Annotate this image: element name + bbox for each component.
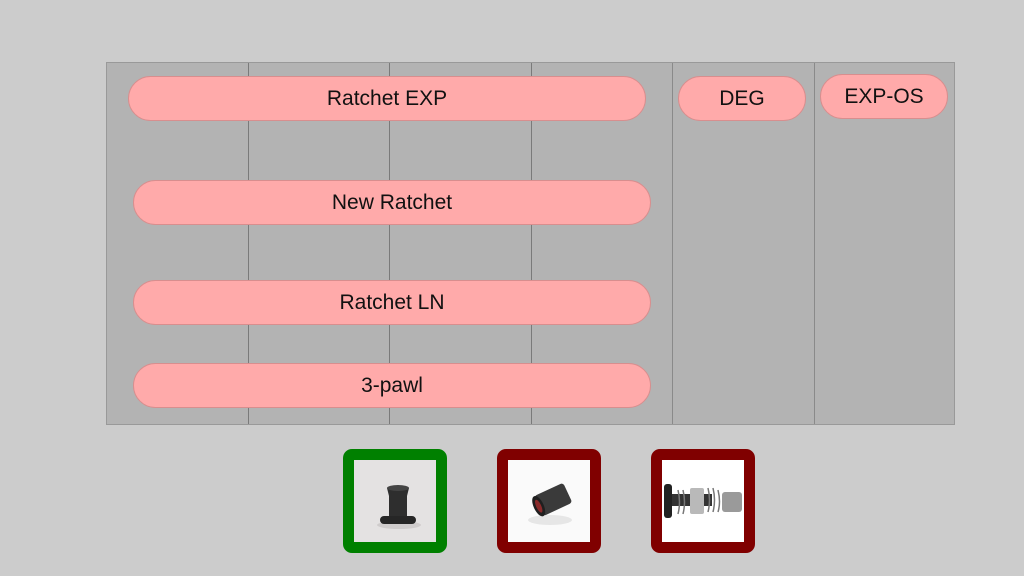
pill-exp-os: EXP-OS [820, 74, 948, 119]
ratchet-exploded-image [662, 460, 744, 542]
freehub-tapered-image [354, 460, 436, 542]
pill-deg: DEG [678, 76, 806, 121]
freehub-cylinder-image [508, 460, 590, 542]
pill-ratchet-exp: Ratchet EXP [128, 76, 646, 121]
column-divider [531, 63, 532, 424]
column-divider [248, 63, 249, 424]
pill-new-ratchet: New Ratchet [133, 180, 651, 225]
thumbnail-ratchet-exploded [651, 449, 755, 553]
thumbnail-freehub-body-tapered [343, 449, 447, 553]
thumbnail-freehub-body-cylinder [497, 449, 601, 553]
column-divider [672, 63, 673, 424]
column-divider [814, 63, 815, 424]
pill-ratchet-ln: Ratchet LN [133, 280, 651, 325]
column-divider [389, 63, 390, 424]
pill-3-pawl: 3-pawl [133, 363, 651, 408]
